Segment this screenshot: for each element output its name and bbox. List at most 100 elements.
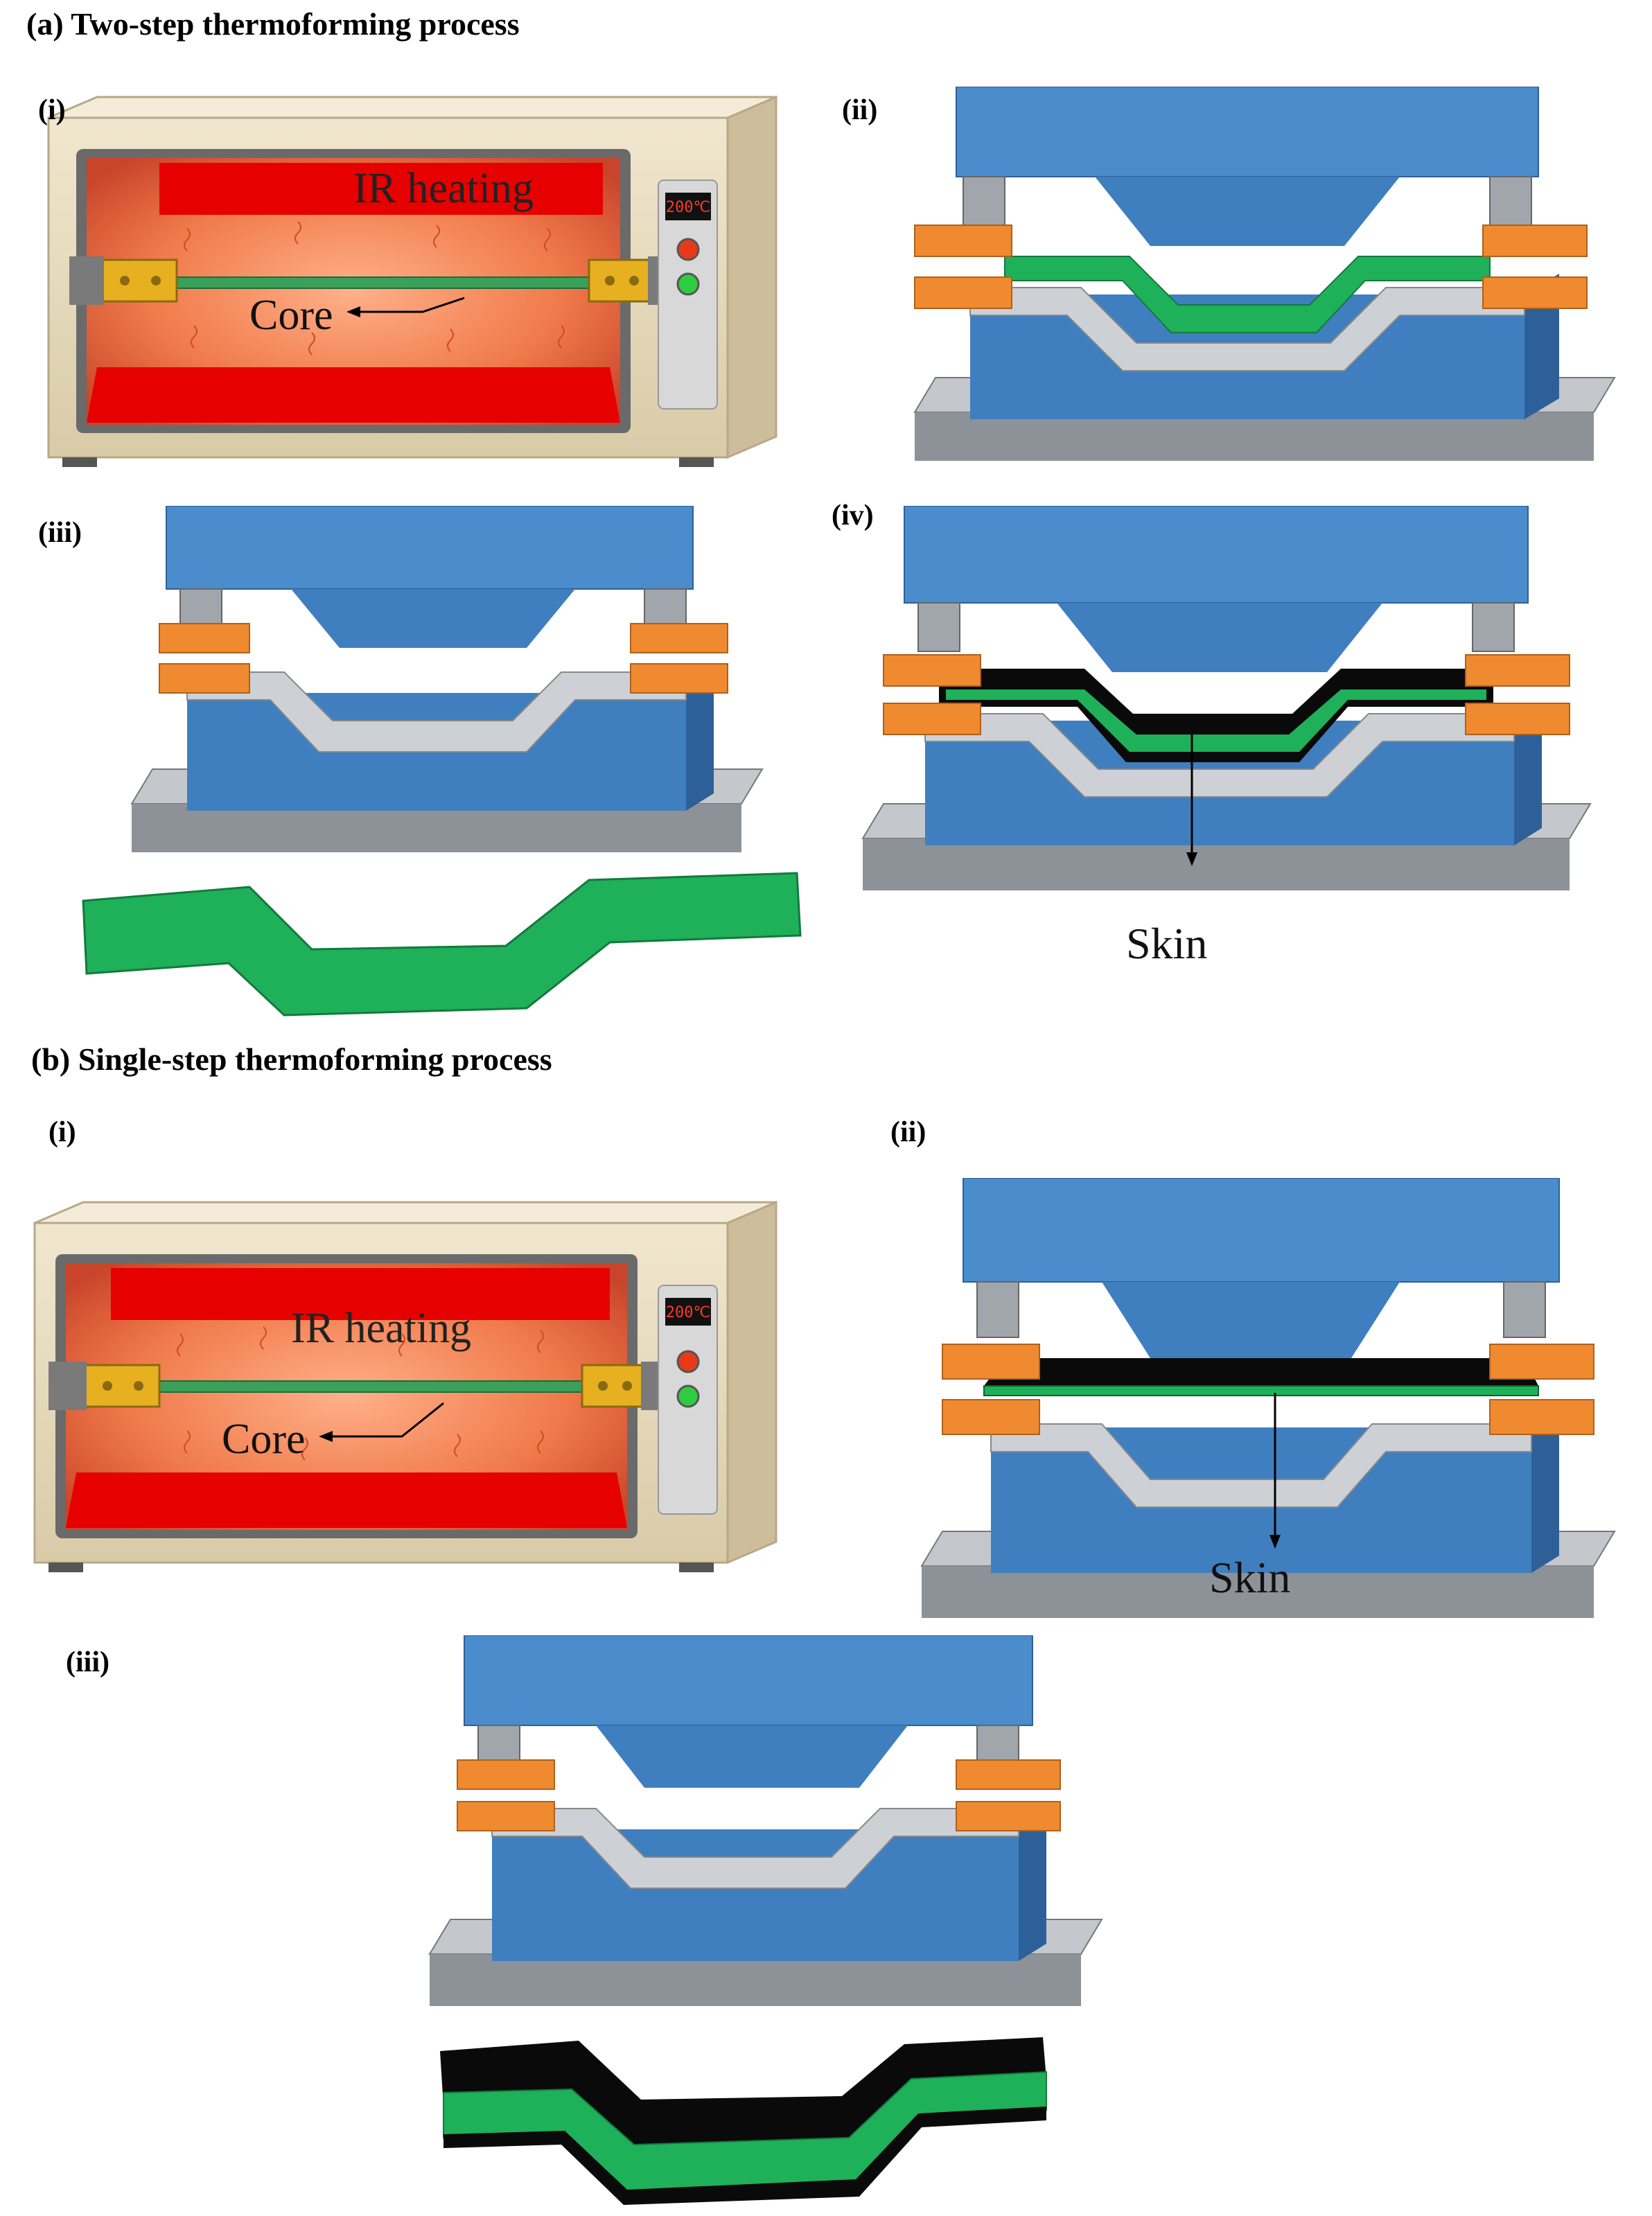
silver-cavity-insert xyxy=(969,287,1525,371)
oven-foot-left xyxy=(49,1563,83,1572)
skin-label-a-iv: Skin xyxy=(1126,919,1208,968)
ir-heating-label: IR heating xyxy=(291,1305,471,1352)
step-label-a-ii: (ii) xyxy=(842,94,878,126)
lower-mold-side xyxy=(1019,1812,1046,1961)
formed-sandwich-part xyxy=(433,2023,1057,2210)
step-label-b-i: (i) xyxy=(49,1116,76,1148)
ir-heater-top xyxy=(159,163,603,215)
black-skin-bottom xyxy=(443,2107,1046,2205)
guide-post-right xyxy=(1472,602,1515,652)
core-arrow xyxy=(326,1402,444,1438)
panel-b-i-oven: IR heating Core 200℃ xyxy=(14,1195,818,1583)
formed-core-part xyxy=(76,859,811,1026)
upper-mold-block xyxy=(956,87,1539,177)
silver-cavity-insert xyxy=(990,1423,1532,1508)
press-illustration-flat-skin xyxy=(920,1178,1616,1618)
oven-foot-left xyxy=(62,457,97,467)
skin-pointer-head xyxy=(1186,852,1197,866)
oven-foot-right xyxy=(679,457,714,467)
temperature-display xyxy=(665,193,711,220)
panel-b-ii-press xyxy=(915,1178,1635,1621)
oven-foot-right xyxy=(679,1563,714,1572)
heat-waves xyxy=(184,221,565,355)
steel-base-front xyxy=(915,412,1594,461)
step-label-b-iii: (iii) xyxy=(66,1646,109,1678)
core-label: Core xyxy=(222,1416,306,1463)
clamp-right-orange xyxy=(956,1759,1061,1831)
upper-mold-punch xyxy=(1057,603,1382,672)
section-a-title: (a) Two-step thermoforming process xyxy=(26,6,520,42)
skin-pointer-head xyxy=(1269,1535,1281,1549)
green-core-layer xyxy=(946,689,1486,752)
ir-heater-top xyxy=(111,1268,610,1320)
clamp-left xyxy=(69,256,178,305)
clamp-right-orange xyxy=(630,623,728,694)
step-label-a-iv: (iv) xyxy=(832,500,874,531)
upper-mold-punch xyxy=(596,1725,908,1788)
panel-a-iii-press xyxy=(118,506,776,866)
clamp-right-orange xyxy=(1465,654,1570,735)
panel-a-ii-press xyxy=(901,87,1628,475)
temperature-value: 200℃ xyxy=(666,199,710,216)
panel-a-i-oven: IR heating Core 200℃ xyxy=(21,90,818,478)
core-arrowhead xyxy=(319,1431,333,1442)
upper-mold-punch xyxy=(1102,1282,1400,1358)
lower-mold-side xyxy=(1524,274,1559,419)
press-illustration-core xyxy=(913,87,1616,461)
red-indicator-light xyxy=(676,238,700,261)
lower-mold-side xyxy=(1514,703,1542,845)
temperature-value: 200℃ xyxy=(666,1304,710,1321)
formed-sandwich-illustration xyxy=(440,2037,1047,2205)
silver-cavity-insert xyxy=(924,713,1515,798)
core-sheet xyxy=(145,1380,590,1393)
core-sheet xyxy=(173,276,604,289)
black-skin-part xyxy=(440,2037,1046,2155)
lower-mold-side xyxy=(1531,1410,1559,1573)
panel-a-iv-press xyxy=(856,506,1618,901)
steel-base-front xyxy=(430,1954,1081,2006)
silver-cavity-insert xyxy=(491,1808,1019,1889)
ir-heater-bottom xyxy=(87,367,620,423)
silver-cavity-insert xyxy=(186,671,687,753)
step-label-a-iii: (iii) xyxy=(38,517,82,549)
panel-b-iii-press xyxy=(423,1635,1116,2016)
clamp-right-orange xyxy=(1489,1344,1594,1435)
skin-label-b-ii: Skin xyxy=(1209,1553,1291,1602)
clamp-left-orange xyxy=(883,654,981,735)
oven-side xyxy=(726,95,777,459)
step-label-b-ii: (ii) xyxy=(890,1116,926,1148)
core-arrowhead xyxy=(346,306,360,317)
guide-post-left xyxy=(963,176,1005,226)
oven-top xyxy=(48,96,777,119)
upper-mold-punch xyxy=(1095,177,1400,246)
steel-base-front xyxy=(922,1566,1594,1618)
press-illustration-empty xyxy=(428,1635,1103,2006)
steel-base-front xyxy=(132,804,741,852)
guide-post-left xyxy=(917,602,960,652)
guide-post-left xyxy=(976,1281,1019,1338)
section-b-title: (b) Single-step thermoforming process xyxy=(31,1041,552,1077)
core-label: Core xyxy=(249,292,333,339)
steel-base-front xyxy=(863,838,1570,890)
clamp-left-orange xyxy=(457,1759,555,1831)
clamp-left-orange xyxy=(942,1344,1040,1435)
formed-core-illustration xyxy=(82,872,802,1017)
ir-heating-label: IR heating xyxy=(353,165,534,212)
green-core-part xyxy=(82,872,802,1017)
upper-mold-punch xyxy=(291,589,575,648)
black-skin-flat xyxy=(984,1358,1538,1386)
oven-illustration: IR heating Core 200℃ xyxy=(47,95,777,467)
upper-mold-block xyxy=(464,1635,1033,1726)
press-illustration-skin xyxy=(861,506,1592,890)
upper-mold-block xyxy=(166,506,694,590)
guide-post-right xyxy=(1503,1281,1546,1338)
red-indicator-light xyxy=(676,1350,700,1373)
press-illustration-empty xyxy=(130,506,764,852)
guide-post-right xyxy=(1489,176,1532,226)
upper-mold-block xyxy=(963,1178,1560,1283)
ir-heater-bottom xyxy=(66,1472,627,1528)
clamp-left-orange xyxy=(159,623,250,694)
clamp-right-orange xyxy=(1482,225,1588,309)
core-arrow xyxy=(353,297,465,313)
lower-mold-side xyxy=(686,676,714,811)
